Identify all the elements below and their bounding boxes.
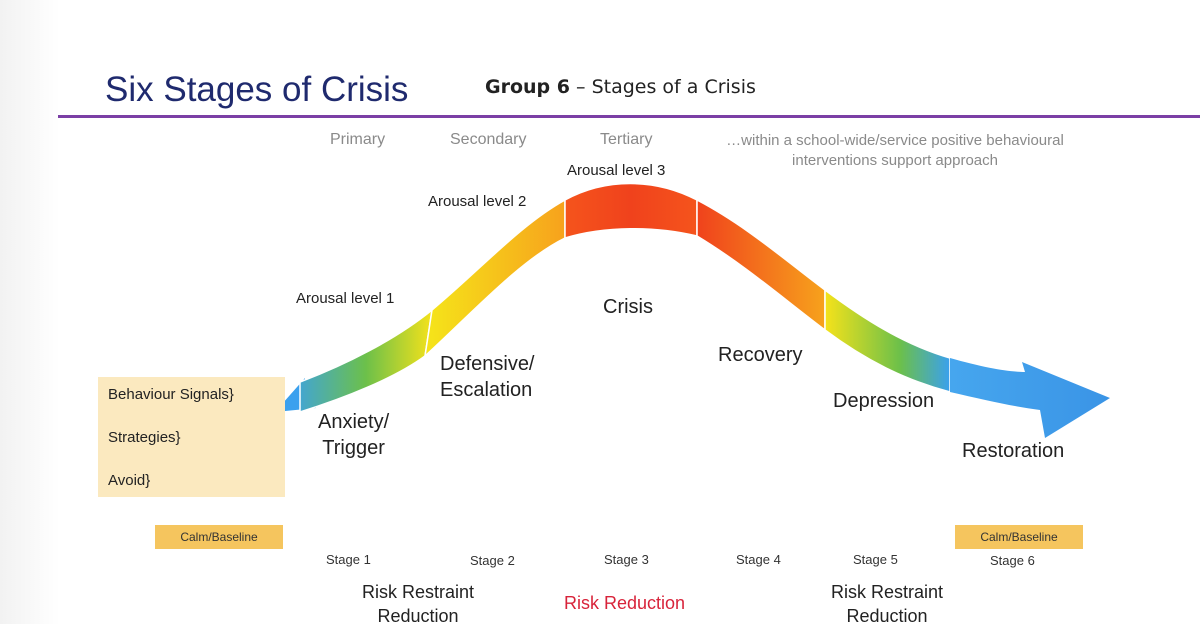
stage-depression: Depression	[833, 390, 935, 412]
level-primary: Primary	[330, 131, 386, 148]
arousal-level-1: Arousal level 1	[296, 290, 395, 307]
subtitle-group: Group 6	[485, 76, 570, 98]
restoration-arrow	[950, 358, 1110, 438]
title-divider	[58, 115, 1200, 118]
stage-number-4: Stage 4	[736, 552, 781, 567]
segment-defensive	[423, 198, 566, 358]
segment-anxiety	[299, 308, 434, 414]
segment-depression	[824, 288, 951, 393]
level-tertiary: Tertiary	[600, 131, 653, 148]
stage-crisis: Crisis	[603, 296, 653, 318]
stage-number-3: Stage 3	[604, 552, 649, 567]
approach-note: …within a school-wide/service positive b…	[726, 132, 1064, 169]
risk-restraint-left: Risk Restraint Reduction	[362, 582, 475, 626]
legend-behaviour-signals: Behaviour Signals}	[108, 386, 234, 403]
page-title: Six Stages of Crisis	[105, 70, 409, 109]
arousal-level-3: Arousal level 3	[567, 162, 666, 179]
risk-reduction-center: Risk Reduction	[564, 593, 686, 613]
calm-baseline-right: Calm/Baseline	[955, 525, 1083, 549]
segment-recovery	[696, 198, 826, 332]
stage-recovery: Recovery	[718, 344, 803, 366]
legend-strategies: Strategies}	[108, 429, 181, 446]
legend-box: Behaviour Signals} Strategies} Avoid}	[98, 377, 285, 497]
calm-baseline-left: Calm/Baseline	[155, 525, 283, 549]
stage-number-1: Stage 1	[326, 552, 371, 567]
risk-restraint-right: Risk Restraint Reduction	[831, 582, 944, 626]
subtitle-rest: – Stages of a Crisis	[569, 76, 756, 98]
left-edge-shadow	[0, 0, 60, 624]
stage-number-2: Stage 2	[470, 553, 515, 568]
stage-number-5: Stage 5	[853, 552, 898, 567]
stage-defensive-escalation: Defensive/ Escalation	[440, 353, 535, 401]
level-secondary: Secondary	[450, 131, 527, 148]
stage-restoration: Restoration	[962, 440, 1065, 462]
stage-anxiety-trigger: Anxiety/ Trigger	[318, 411, 390, 459]
legend-avoid: Avoid}	[108, 472, 151, 489]
page-subtitle: Group 6 – Stages of a Crisis	[485, 76, 756, 98]
stage-number-6: Stage 6	[990, 553, 1035, 568]
arousal-level-2: Arousal level 2	[428, 193, 527, 210]
segment-crisis	[564, 182, 698, 240]
